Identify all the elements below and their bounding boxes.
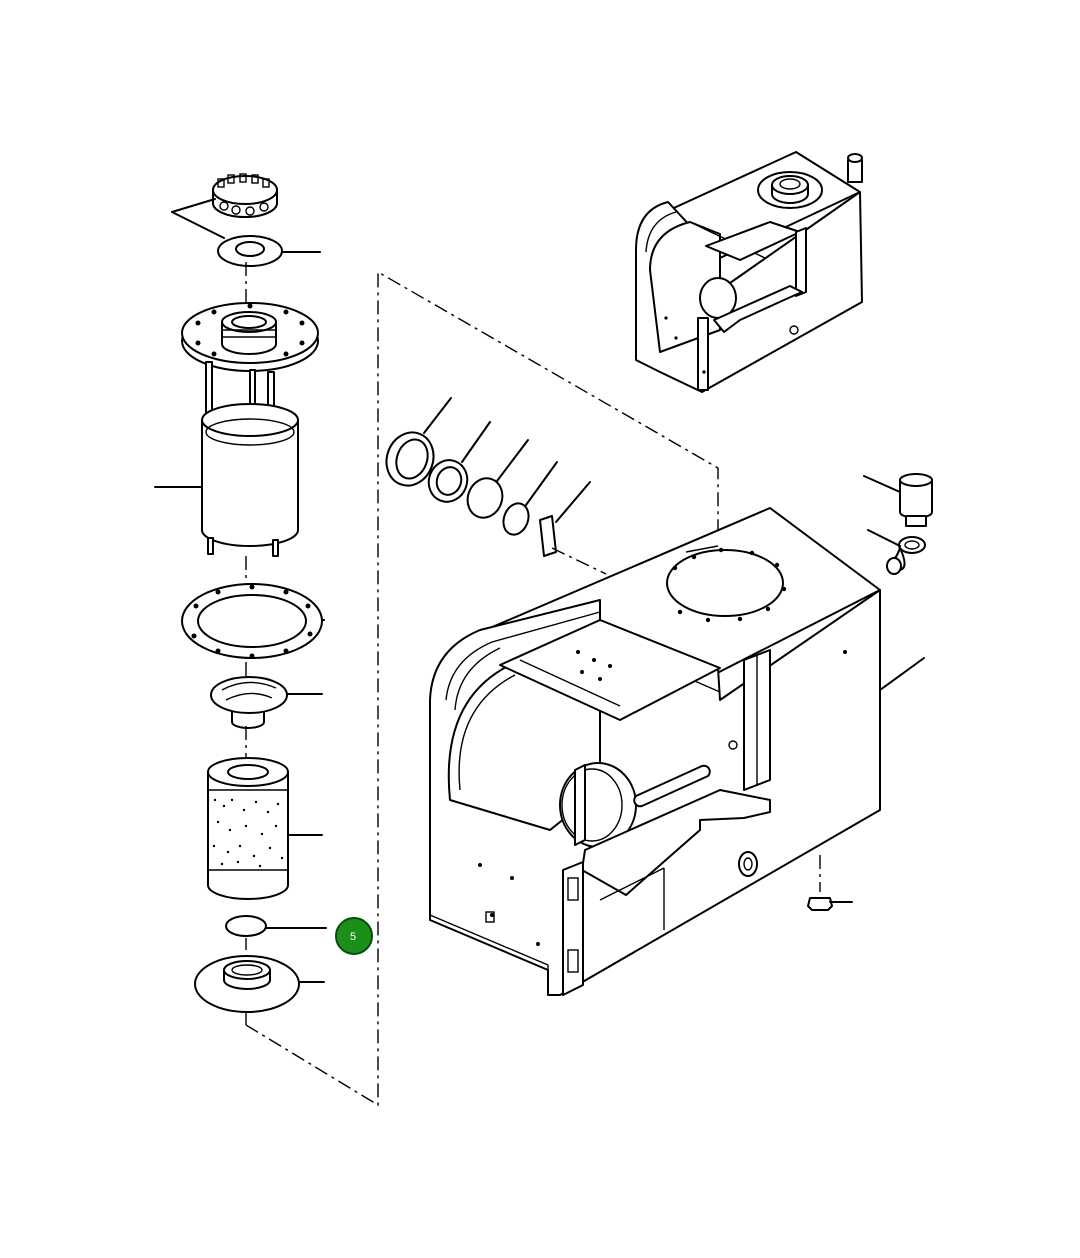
tank-gasket [181, 556, 325, 659]
o-ring [225, 915, 327, 937]
elbow-fitting [867, 529, 926, 575]
cap-gasket [217, 235, 321, 267]
bottom-flange [194, 938, 325, 1025]
overview-tank [635, 151, 863, 393]
tank-leader [879, 657, 925, 691]
callout-5-button[interactable]: 5 [335, 917, 373, 955]
filler-cap [212, 173, 278, 218]
callout-label: 5 [350, 931, 356, 943]
seal-rings [385, 397, 607, 575]
callout-circle[interactable] [335, 917, 373, 955]
filler-flange [181, 262, 319, 372]
hydraulic-tank [429, 507, 881, 996]
filter-element [207, 726, 323, 900]
projection-lines [245, 270, 719, 1107]
breather-filter [863, 473, 933, 527]
cap-leader-lines [171, 198, 225, 239]
filter-cover [210, 662, 323, 729]
strainer-assembly [154, 361, 299, 557]
hotspot-layer: 5 [335, 917, 373, 955]
drain-plug [807, 897, 853, 911]
